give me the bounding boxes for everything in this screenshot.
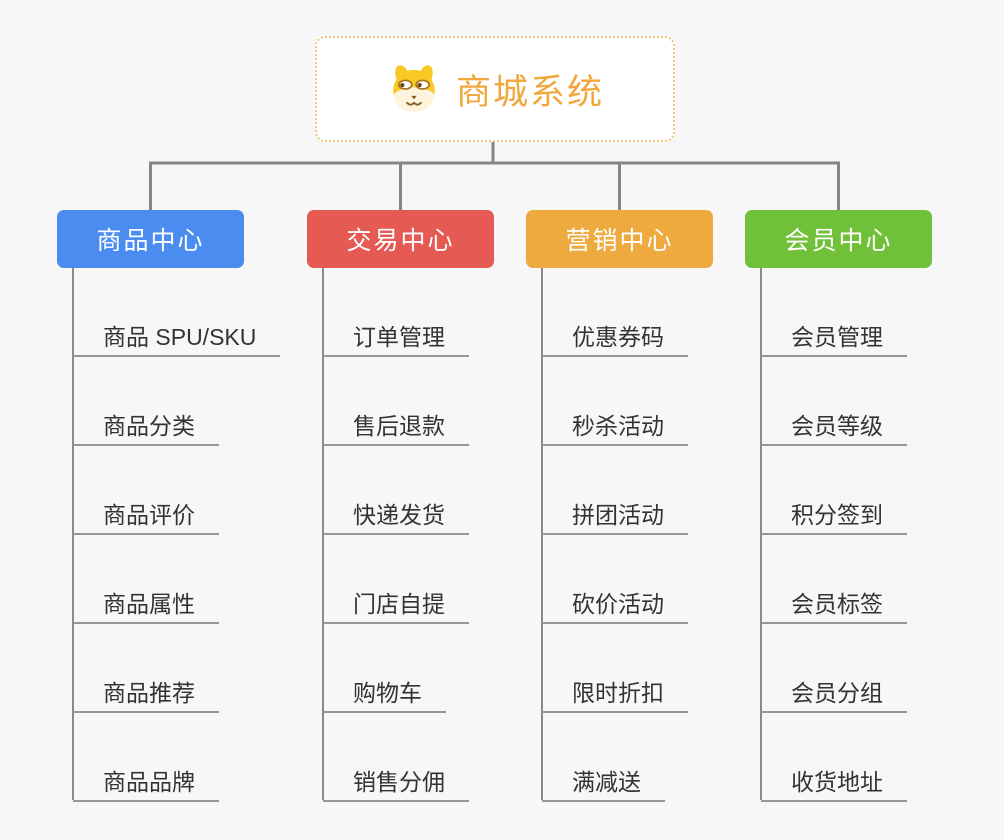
leaf-node[interactable]: 购物车 (323, 680, 446, 713)
leaf-node[interactable]: 会员标签 (761, 591, 907, 624)
leaf-node[interactable]: 秒杀活动 (542, 413, 688, 446)
branch-column: 交易中心 订单管理售后退款快递发货门店自提购物车销售分佣 (307, 210, 567, 810)
leaf-node[interactable]: 商品属性 (73, 591, 219, 624)
branch-node[interactable]: 营销中心 (526, 210, 713, 268)
root-node[interactable]: 商城系统 (315, 36, 675, 142)
branch-label: 会员中心 (784, 227, 893, 255)
leaf-node[interactable]: 商品 SPU/SKU (73, 324, 281, 357)
branch-column: 营销中心 优惠券码秒杀活动拼团活动砍价活动限时折扣满减送 (526, 210, 786, 810)
leaf-node[interactable]: 商品推荐 (73, 680, 219, 713)
leaf-node[interactable]: 商品评价 (73, 502, 219, 535)
branch-label: 商品中心 (96, 227, 205, 255)
leaf-node[interactable]: 砍价活动 (542, 591, 688, 624)
leaf-node[interactable]: 会员管理 (761, 324, 907, 357)
leaf-node[interactable]: 满减送 (542, 769, 665, 802)
leaf-node[interactable]: 售后退款 (323, 413, 469, 446)
branch-column: 商品中心 商品 SPU/SKU 商品分类商品评价商品属性商品推荐商品品牌 (57, 210, 317, 810)
dog-icon (393, 65, 435, 112)
leaf-node[interactable]: 快递发货 (323, 502, 469, 535)
leaf-node[interactable]: 积分签到 (761, 502, 907, 535)
leaf-node[interactable]: 会员分组 (761, 680, 907, 713)
branch-label: 交易中心 (346, 227, 455, 255)
leaf-node[interactable]: 优惠券码 (542, 324, 688, 357)
branch-node[interactable]: 会员中心 (745, 210, 932, 268)
leaf-node[interactable]: 门店自提 (323, 591, 469, 624)
leaf-node[interactable]: 订单管理 (323, 324, 469, 357)
leaf-node[interactable]: 会员等级 (761, 413, 907, 446)
leaf-node[interactable]: 限时折扣 (542, 680, 688, 713)
leaf-node[interactable]: 销售分佣 (323, 769, 469, 802)
branch-column: 会员中心 会员管理会员等级积分签到会员标签会员分组收货地址 (745, 210, 1004, 810)
branch-node[interactable]: 商品中心 (57, 210, 244, 268)
branch-node[interactable]: 交易中心 (307, 210, 494, 268)
leaf-node[interactable]: 收货地址 (761, 769, 907, 802)
branch-label: 营销中心 (565, 227, 674, 255)
root-title: 商城系统 (455, 72, 604, 112)
leaf-node[interactable]: 拼团活动 (542, 502, 688, 535)
leaf-node[interactable]: 商品分类 (73, 413, 219, 446)
leaf-node[interactable]: 商品品牌 (73, 769, 219, 802)
